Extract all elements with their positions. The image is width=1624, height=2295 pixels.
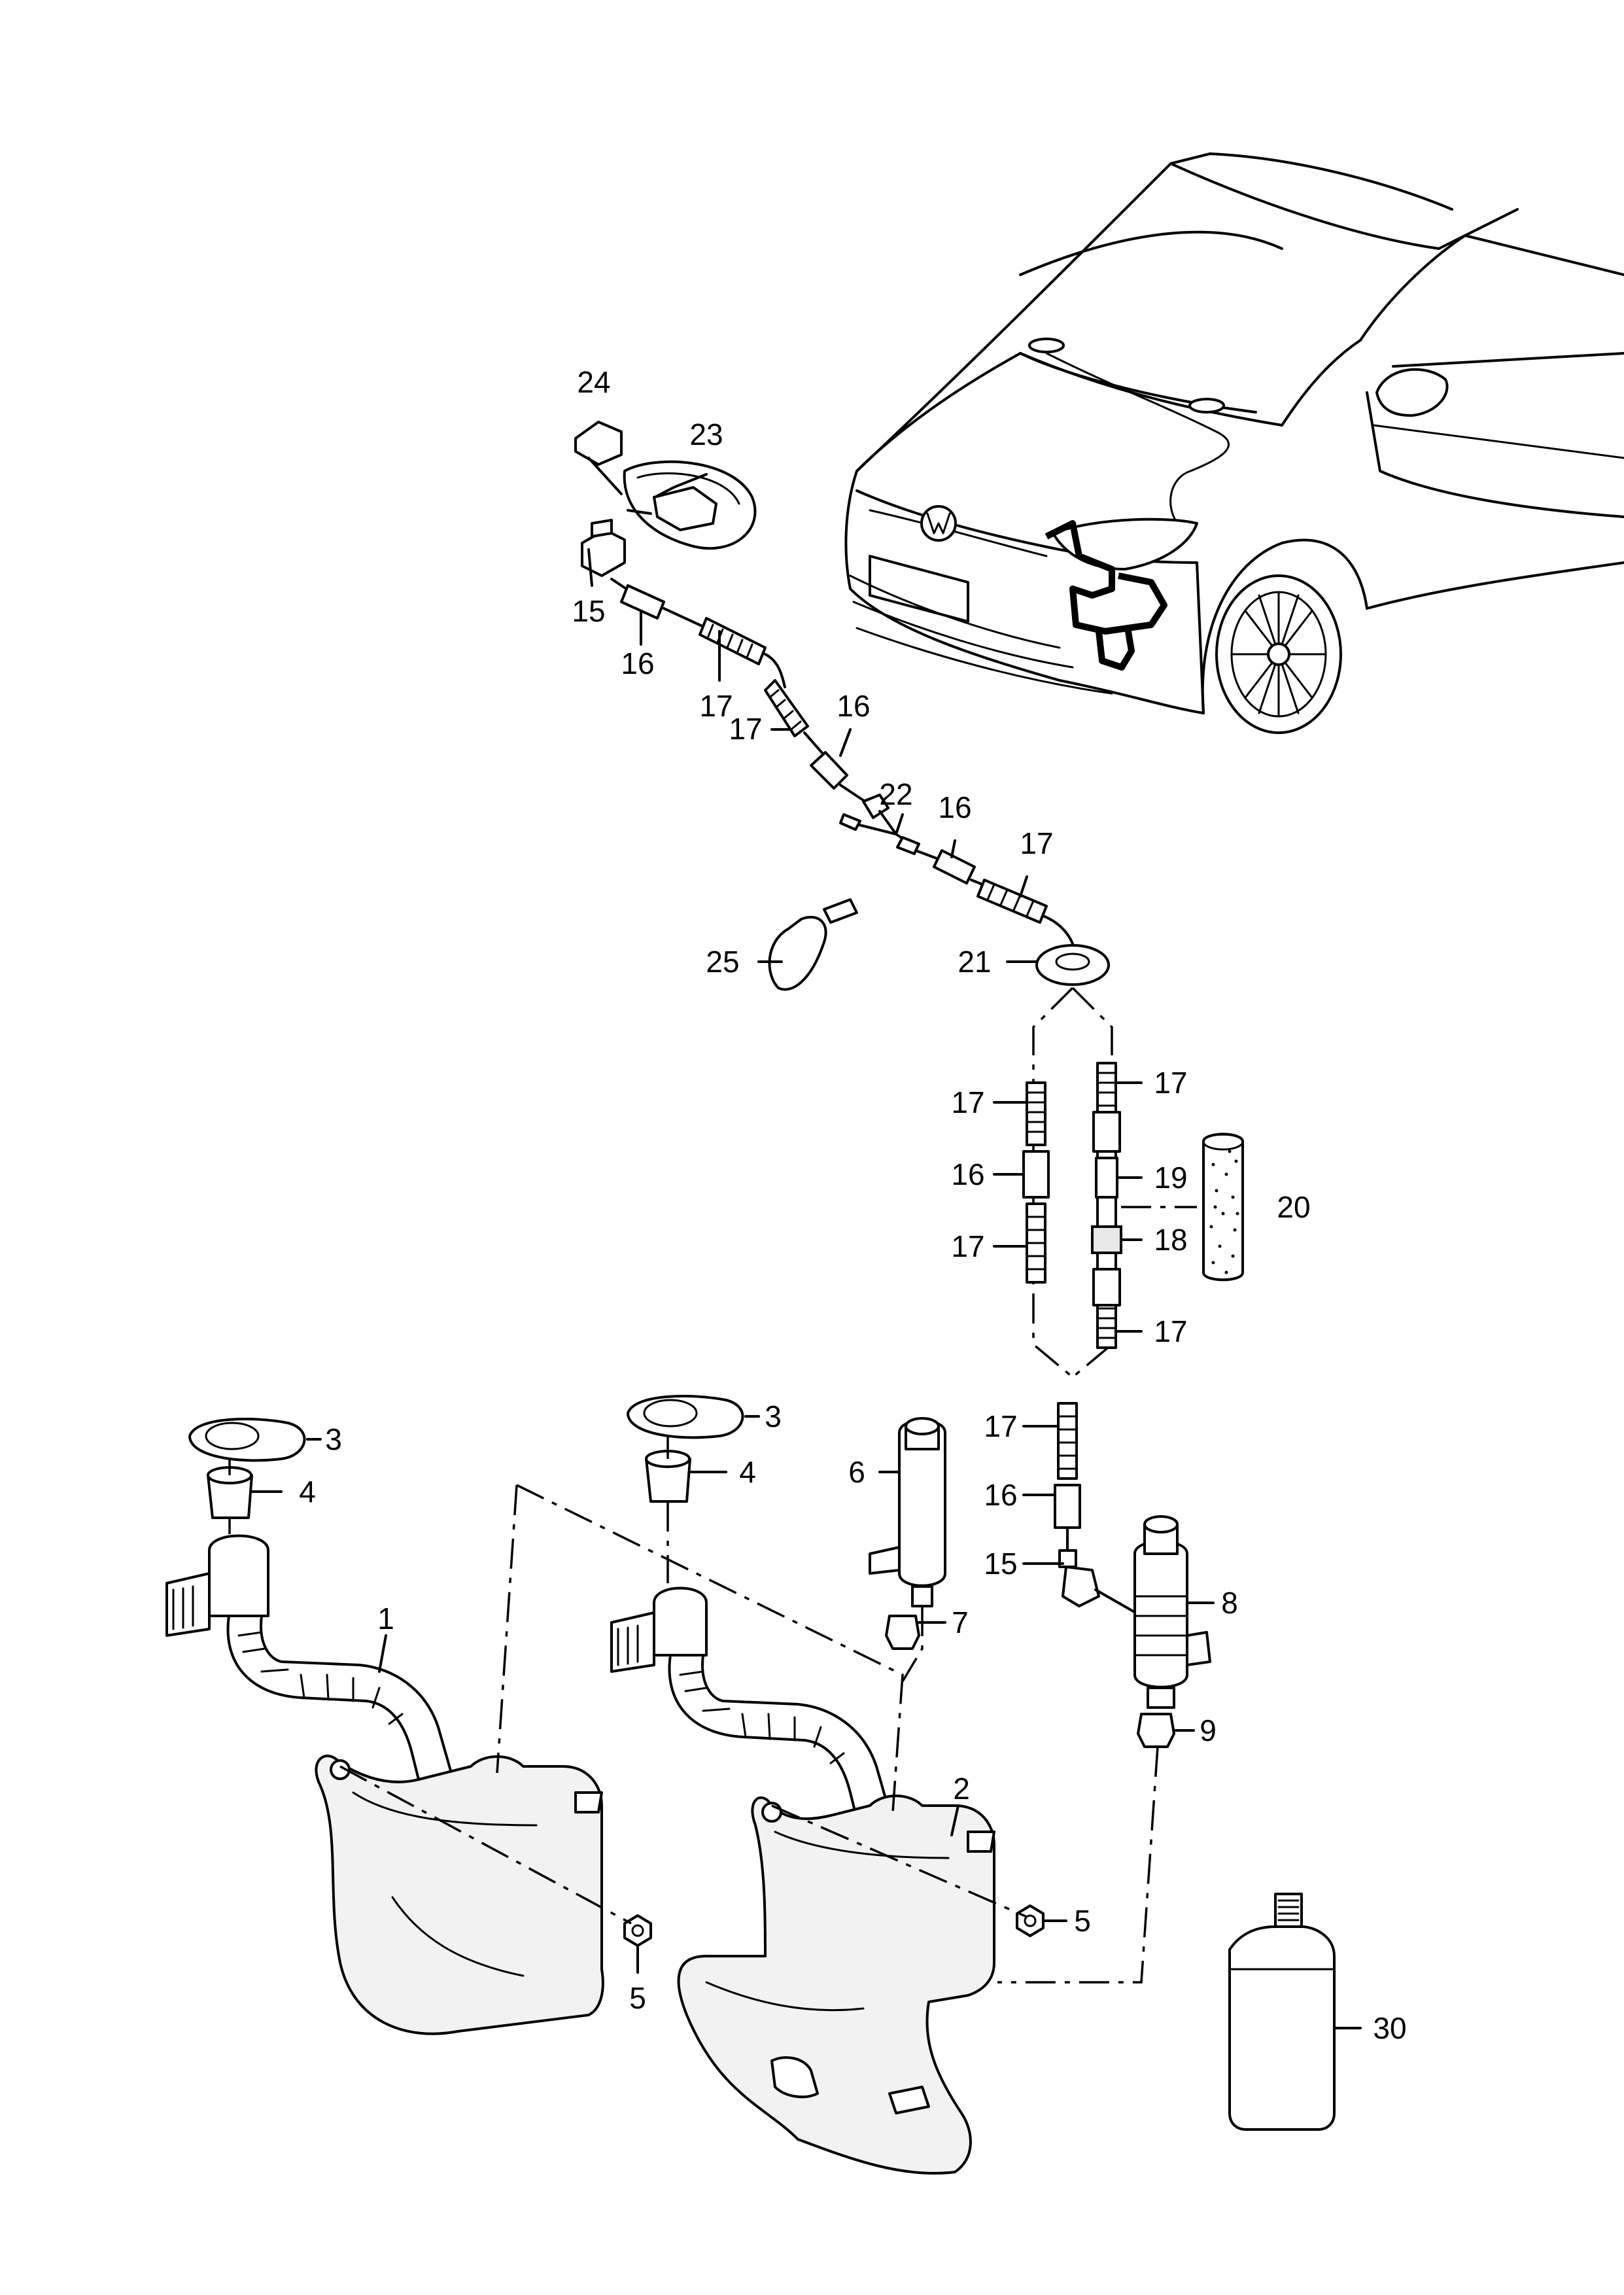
- callout-17: 17: [1154, 1066, 1187, 1100]
- callout-16: 16: [837, 689, 870, 723]
- callout-22: 22: [879, 777, 912, 811]
- washer-nozzle-left-mark: [1028, 338, 1065, 353]
- part-3-cap-right: [627, 1395, 744, 1439]
- callout-16: 16: [951, 1157, 984, 1191]
- callout-16: 16: [938, 790, 971, 824]
- callout-4: 4: [739, 1455, 756, 1489]
- washer-nozzle-right-mark: [1188, 398, 1225, 413]
- callout-2: 2: [953, 1772, 970, 1806]
- callout-8: 8: [1221, 1586, 1238, 1620]
- callout-5: 5: [629, 1981, 646, 2015]
- part-2-washer-reservoir: [610, 1586, 995, 2175]
- part-17-hose-2: [976, 879, 1048, 924]
- part-8-washer-pump: [1133, 1540, 1188, 1689]
- callout-17: 17: [729, 712, 762, 746]
- callout-30: 30: [1373, 2011, 1406, 2045]
- washer-pumps: [869, 1417, 1211, 1748]
- part-18-connector: [1091, 1225, 1122, 1254]
- callout-16: 16: [621, 646, 654, 680]
- part-5-nut-right: [1016, 1904, 1045, 1937]
- callout-16: 16: [984, 1478, 1017, 1512]
- callout-18: 18: [1154, 1223, 1187, 1257]
- part-16-hose-sleeve-2: [810, 751, 848, 790]
- part-16-sleeve-b: [1054, 1484, 1081, 1529]
- part-16-sleeve-a: [1022, 1150, 1050, 1199]
- callout-17: 17: [699, 689, 733, 723]
- callout-24: 24: [577, 365, 610, 399]
- callout-23: 23: [689, 417, 723, 451]
- license-plate: [869, 555, 969, 623]
- part-5-nut-left: [623, 1914, 652, 1947]
- callout-17: 17: [1020, 826, 1053, 860]
- part-30-washer-fluid-bottle: [1228, 1893, 1336, 2131]
- part-17-hose: [699, 617, 767, 665]
- part-16-hose-sleeve: [620, 584, 665, 620]
- callout-20: 20: [1277, 1190, 1310, 1224]
- callout-5: 5: [1074, 1904, 1091, 1938]
- callout-15: 15: [984, 1547, 1017, 1581]
- side-mirror: [1375, 368, 1449, 417]
- part-15-connector-bottom: [1062, 1566, 1100, 1607]
- highlighted-washer-system: [1045, 520, 1167, 635]
- part-19-check-valve: [1095, 1157, 1118, 1199]
- part-3-cap-left: [188, 1418, 306, 1462]
- callout-1: 1: [377, 1602, 394, 1636]
- callout-9: 9: [1200, 1713, 1217, 1747]
- callout-6: 6: [848, 1455, 865, 1489]
- callout-17: 17: [951, 1229, 984, 1263]
- filler-parts: [188, 1395, 744, 1519]
- assembly-lines: [228, 1436, 1159, 1984]
- part-9-grommet: [1137, 1713, 1175, 1748]
- part-21-grommet: [1035, 944, 1110, 986]
- part-22-y-piece: [839, 813, 861, 831]
- callout-19: 19: [1154, 1161, 1187, 1195]
- callout-3: 3: [765, 1399, 782, 1433]
- callout-17: 17: [984, 1409, 1017, 1443]
- part-20-insulation-tube: [1202, 1132, 1244, 1282]
- callout-7: 7: [952, 1605, 969, 1639]
- callout-17: 17: [951, 1085, 984, 1119]
- part-7-grommet: [885, 1615, 920, 1650]
- vehicle-front-illustration: [844, 152, 1624, 734]
- callout-17: 17: [1154, 1314, 1187, 1348]
- part-1-washer-reservoir: [165, 1534, 604, 2035]
- callout-4: 4: [299, 1475, 316, 1509]
- part-24-cap: [574, 421, 623, 466]
- part-25-cable-tie: [768, 915, 827, 991]
- callout-15: 15: [572, 594, 605, 628]
- callout-25: 25: [706, 945, 739, 979]
- callout-3: 3: [325, 1422, 342, 1456]
- callout-21: 21: [958, 945, 991, 979]
- callout-labels: 24 23 15 16 17 17 16 22 16 17 25 21 17 1…: [299, 365, 1406, 2045]
- part-17-hose-segment-d: [1057, 1402, 1078, 1480]
- washer-jet-assembly: [574, 421, 1110, 991]
- part-16-hose-sleeve-3: [933, 849, 976, 885]
- part-17-hose-segment-a: [1026, 1081, 1046, 1146]
- leader-lines: [251, 473, 1362, 2029]
